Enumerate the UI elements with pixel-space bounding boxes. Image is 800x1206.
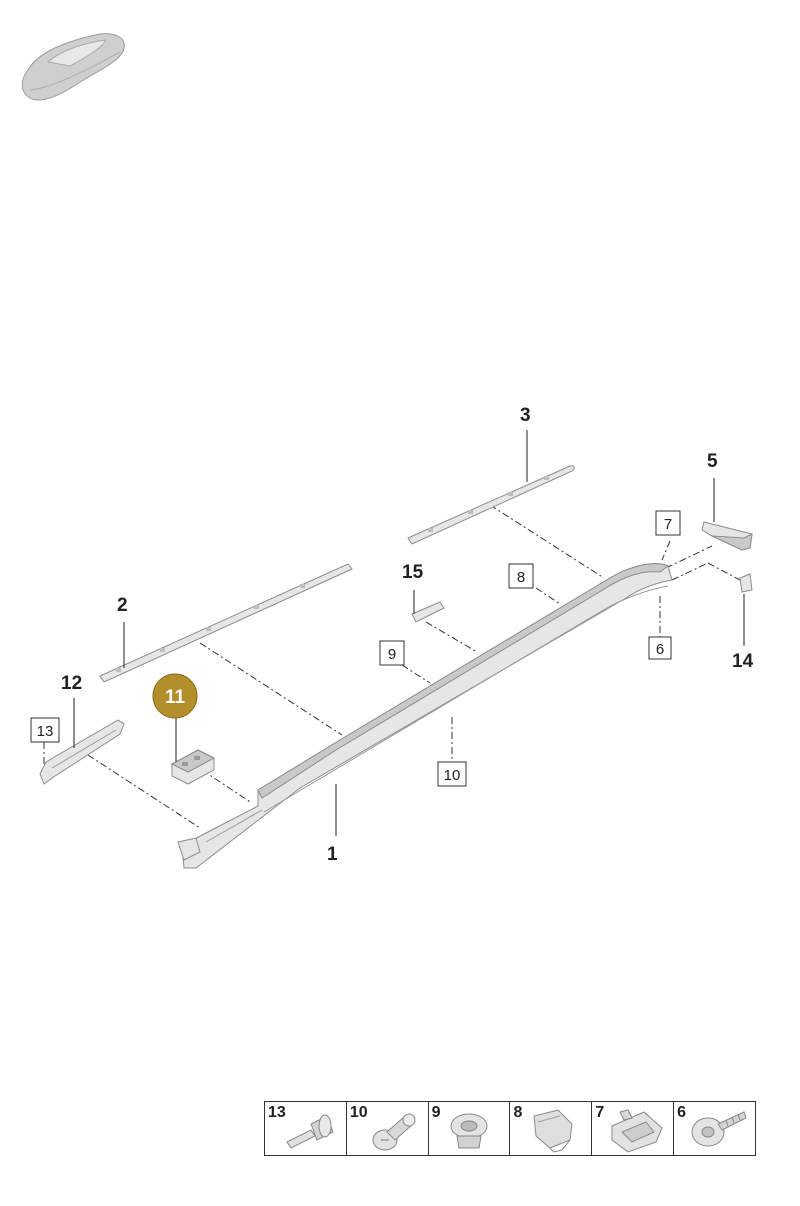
legend-number: 6 <box>677 1104 687 1121</box>
callout-14: 14 <box>732 651 754 672</box>
clip-holder-part-11 <box>170 749 216 785</box>
callout-2: 2 <box>117 595 128 616</box>
svg-text:13: 13 <box>37 723 54 740</box>
svg-text:7: 7 <box>664 516 672 533</box>
assembly-lines <box>43 504 741 829</box>
boxed-label-6: 6 <box>648 636 672 660</box>
leader-lines <box>73 430 745 836</box>
legend-cell-8: 8 <box>510 1102 593 1155</box>
callout-3: 3 <box>520 405 531 426</box>
legend-cell-6: 6 <box>674 1102 755 1155</box>
bracket-part-12 <box>39 719 125 785</box>
u-nut-clip-icon <box>611 1109 663 1153</box>
legend-number: 13 <box>268 1104 286 1121</box>
legend-cell-13: 13 <box>265 1102 347 1155</box>
callout-15: 15 <box>402 562 424 583</box>
boxed-label-9: 9 <box>379 640 405 666</box>
boxed-label-7: 7 <box>655 510 681 536</box>
legend-number: 8 <box>513 1104 523 1121</box>
hardware-legend: 13 10 9 8 7 <box>264 1101 756 1156</box>
callout-1: 1 <box>327 844 338 865</box>
molding-strip-2 <box>99 563 353 683</box>
legend-number: 7 <box>595 1104 605 1121</box>
car-thumbnail-icon <box>21 33 125 101</box>
svg-text:6: 6 <box>656 641 664 658</box>
legend-cell-9: 9 <box>429 1102 511 1155</box>
legend-cell-10: 10 <box>347 1102 429 1155</box>
boxed-label-8: 8 <box>508 563 534 589</box>
callout-12: 12 <box>61 673 82 694</box>
callout-5: 5 <box>707 451 718 472</box>
end-cap-part-5 <box>701 521 753 551</box>
callout-11-highlight[interactable]: 11 <box>152 673 198 719</box>
boxed-label-13: 13 <box>30 717 60 743</box>
molding-strip-3 <box>407 465 575 545</box>
legend-number: 10 <box>349 1104 368 1121</box>
callout-11: 11 <box>165 687 186 708</box>
svg-text:8: 8 <box>517 569 525 586</box>
pad-part-15 <box>411 601 445 623</box>
svg-text:9: 9 <box>388 646 396 663</box>
svg-text:10: 10 <box>444 767 461 784</box>
push-rivet-icon <box>286 1114 334 1149</box>
legend-number: 9 <box>431 1104 441 1121</box>
nut-clip-icon <box>450 1113 488 1149</box>
boxed-label-10: 10 <box>437 761 467 787</box>
tapping-screw-icon <box>691 1111 747 1147</box>
legend-cell-7: 7 <box>592 1102 675 1155</box>
screw-bolt-icon <box>372 1113 416 1151</box>
pad-part-14 <box>739 573 753 593</box>
spring-clip-icon <box>533 1109 574 1153</box>
sill-trim-part <box>177 563 673 869</box>
